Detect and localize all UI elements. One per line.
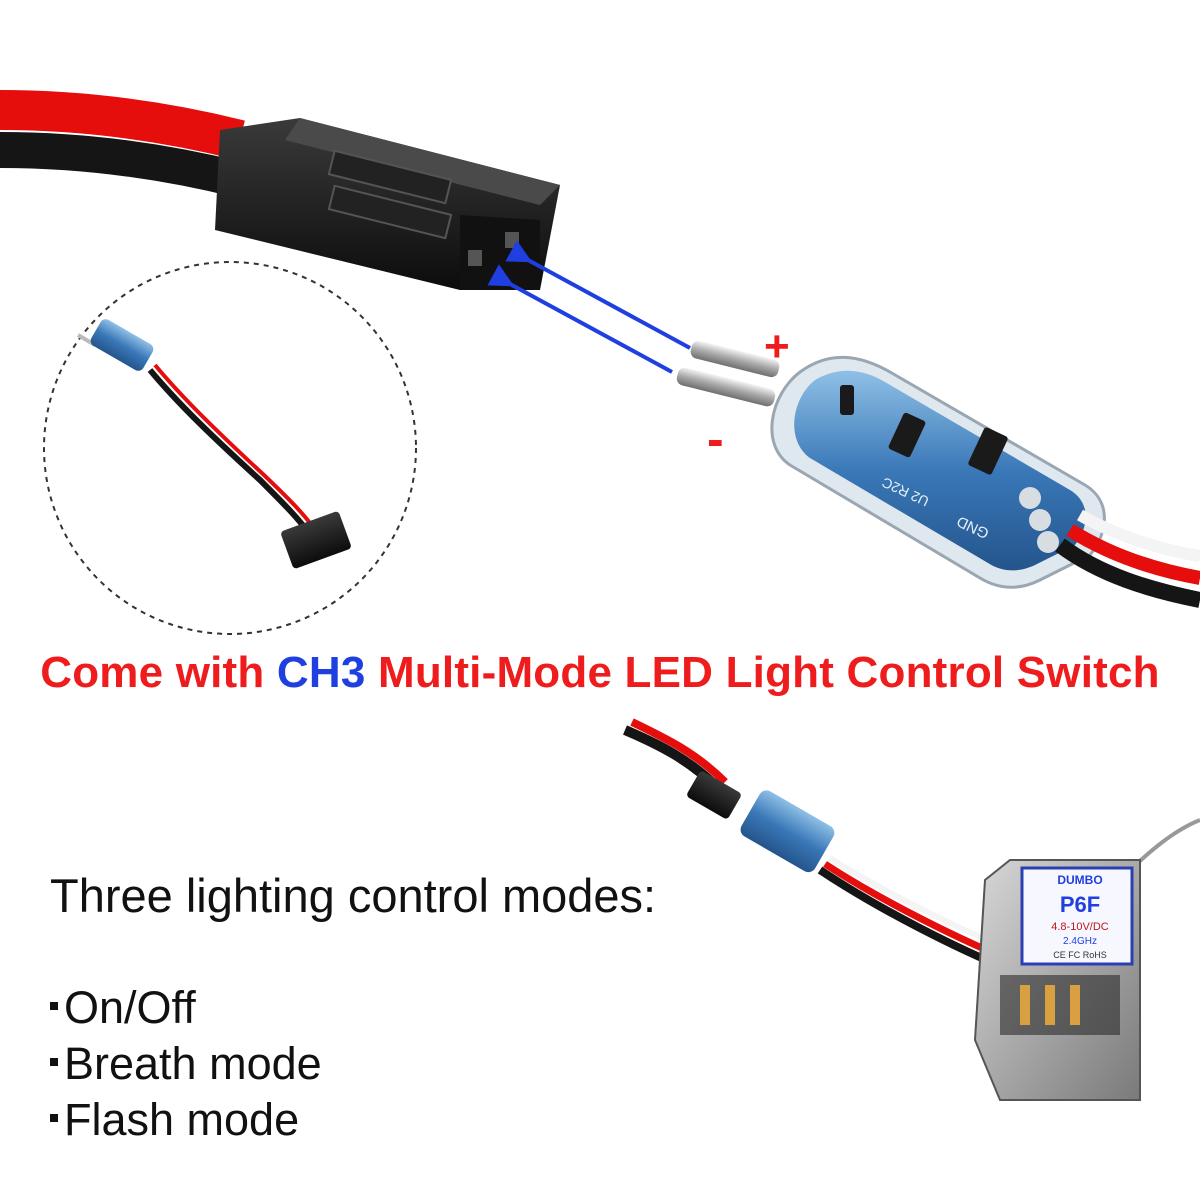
receiver-cert: CE FC RoHS — [1053, 950, 1107, 960]
led-control-module-closeup: GND U2 R2C — [676, 340, 1200, 608]
negative-sign: - — [707, 411, 724, 467]
top-wire-harness — [0, 90, 245, 198]
headline: Come with CH3 Multi-Mode LED Light Contr… — [0, 648, 1200, 698]
mode-label: Breath mode — [64, 1038, 322, 1089]
small-module — [740, 790, 835, 873]
transistor-2 — [968, 427, 1008, 475]
receiver-model: P6F — [1060, 892, 1100, 917]
female-servo-connector — [215, 118, 560, 290]
inset-connector — [281, 511, 351, 569]
mode-label: On/Off — [64, 982, 196, 1033]
headline-channel: CH3 — [276, 648, 366, 697]
headline-part-3: Multi-Mode LED Light Control Switch — [365, 648, 1160, 697]
receiver-brand: DUMBO — [1057, 873, 1102, 887]
connector-socket-2 — [505, 232, 519, 248]
receiver-voltage: 4.8-10V/DC — [1051, 921, 1109, 933]
solder-pad-3 — [1037, 531, 1059, 553]
receiver-sticker — [1020, 866, 1134, 966]
inset-circle — [43, 261, 417, 635]
positive-sign: + — [764, 322, 790, 371]
mode-item: Flash mode — [48, 1092, 322, 1148]
inset-module — [90, 319, 154, 371]
modes-list: On/Off Breath mode Flash mode — [48, 980, 322, 1148]
bullet-icon — [50, 1058, 58, 1067]
headline-part-1: Come with — [40, 648, 277, 697]
connector-socket-1 — [468, 250, 482, 266]
mode-item: Breath mode — [48, 1036, 322, 1092]
solder-pad-1 — [1019, 487, 1041, 509]
transistor-1 — [888, 412, 926, 458]
mode-label: Flash mode — [64, 1094, 300, 1145]
bullet-icon — [50, 1114, 58, 1123]
insertion-arrows — [487, 240, 691, 374]
pin-negative — [676, 367, 776, 407]
receiver-setup-photo: P6F DUMBO 4.8-10V/DC 2.4GHz CE FC RoHS — [623, 718, 1200, 1101]
pin-positive — [690, 340, 780, 378]
receiver-freq: 2.4GHz — [1063, 936, 1097, 947]
bullet-icon — [50, 1002, 58, 1011]
solder-pad-2 — [1029, 509, 1051, 531]
modes-title: Three lighting control modes: — [50, 869, 657, 922]
mode-item: On/Off — [48, 980, 322, 1036]
